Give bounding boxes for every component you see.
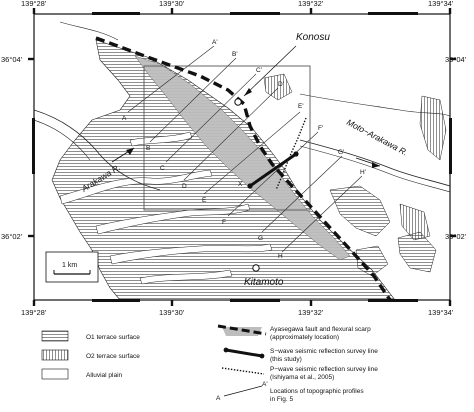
profile-label-b: B <box>146 145 150 152</box>
alluvial-channel-3 <box>109 243 273 265</box>
bottom-coord-3: 139°32' <box>298 308 324 317</box>
legend-profile-line <box>223 385 263 397</box>
scale-bar-label: 1 km <box>62 262 77 269</box>
legend-p-wave-label-1: P−wave seismic reflection survey line <box>270 366 378 373</box>
kitamoto-town-marker <box>252 264 260 272</box>
legend-profile-label-1: Locations of topographic profiles <box>270 388 364 395</box>
legend-o1-label: O1 terrace surface <box>86 334 140 341</box>
alluvial-channel-5 <box>139 269 233 285</box>
konosu-town-marker <box>234 98 242 106</box>
kitamoto-label: Kitamoto <box>244 277 284 288</box>
moto-arakawa-river <box>299 139 450 187</box>
bottom-coord-4: 139°34' <box>428 308 454 317</box>
arakawa-river <box>34 109 161 191</box>
scale-bar-box <box>45 251 99 283</box>
legend-alluvial-label: Alluvial plain <box>86 372 123 379</box>
legend-s-wave-end-2 <box>259 353 265 359</box>
legend-s-wave-end-1 <box>223 347 229 353</box>
left-coord-2: 36°02' <box>1 232 23 241</box>
s-wave-end-2 <box>293 151 299 157</box>
alluvial-channel-4 <box>129 131 193 147</box>
legend-s-wave-label-2: (this study) <box>270 356 302 363</box>
legend-profile-a: A <box>216 395 221 402</box>
profile-label-c-prime: C' <box>256 67 262 74</box>
profile-label-h-prime: H' <box>360 169 366 176</box>
s-wave-line <box>249 152 297 188</box>
alluvial-channel-1 <box>59 169 213 205</box>
arakawa-river-bank <box>34 119 91 161</box>
o2-terrace-north <box>263 73 293 101</box>
profile-label-c: C <box>160 165 165 172</box>
right-coord-1: 36°04' <box>445 55 467 64</box>
profile-label-e-prime: E' <box>298 103 304 110</box>
o2-terrace-east-1 <box>419 95 447 161</box>
legend-profile-a-prime: A' <box>262 381 268 388</box>
profile-label-g: G <box>258 235 263 242</box>
profile-label-x: X <box>238 181 243 188</box>
legend-fault-label-1: Ayasegawa fault and flexural scarp <box>270 326 371 333</box>
profile-label-a-prime: A' <box>212 39 218 46</box>
profile-label-d: D <box>182 183 187 190</box>
top-coord-4: 139°34' <box>428 0 454 8</box>
north-east-river <box>299 93 450 117</box>
moto-arakawa-river-bank <box>299 145 450 193</box>
profile-label-f-prime: F' <box>318 125 323 132</box>
legend-p-wave-label-2: (Ishiyama et al., 2005) <box>270 374 334 381</box>
north-river <box>59 21 119 41</box>
legend-profile-label-2: in Fig. 5 <box>270 396 294 403</box>
profile-label-d-prime: D' <box>278 81 284 88</box>
border-bands <box>32 12 452 302</box>
profile-label-f: F <box>222 219 226 226</box>
legend-o1-swatch <box>41 330 69 342</box>
top-coord-2: 139°30' <box>159 0 185 8</box>
profile-label-e: E <box>202 197 207 204</box>
profile-label-a: A <box>122 115 127 122</box>
konosu-arrowhead <box>244 88 252 96</box>
top-coord-1: 139°28' <box>21 0 47 8</box>
right-coord-2: 36°02' <box>445 232 467 241</box>
profile-label-g-prime: G' <box>338 149 344 156</box>
legend-s-wave-line <box>225 348 263 358</box>
bottom-coord-2: 139°30' <box>159 308 185 317</box>
legend-fault-line <box>217 324 267 336</box>
profile-label-b-prime: B' <box>232 51 238 58</box>
study-area-box <box>143 65 311 211</box>
konosu-label: Konosu <box>296 32 330 43</box>
legend-o2-label: O2 terrace surface <box>86 353 140 360</box>
legend-s-wave-label-1: S−wave seismic reflection survey line <box>270 348 378 355</box>
map-content <box>34 21 450 300</box>
bottom-coord-1: 139°28' <box>21 308 47 317</box>
left-coord-1: 36°04' <box>1 55 23 64</box>
gray-zone <box>134 55 351 261</box>
arakawa-arrowhead <box>126 148 134 155</box>
profile-label-h: H <box>278 253 283 260</box>
border-ticks <box>28 8 456 306</box>
legend: O1 terrace surface O2 terrace surface Al… <box>41 324 378 403</box>
o2-terrace-east-2 <box>399 203 431 241</box>
ayasegawa-fault <box>95 36 392 300</box>
legend-o2-swatch <box>41 349 69 361</box>
konosu-leader <box>243 45 297 97</box>
top-coord-3: 139°32' <box>298 0 324 8</box>
legend-p-wave-line <box>221 367 265 375</box>
legend-fault-label-2: (approximately location) <box>270 334 339 341</box>
moto-arakawa-arrowhead <box>372 162 380 168</box>
o1-terrace-east-1 <box>329 185 391 237</box>
o1-terrace-east-3 <box>355 245 389 277</box>
s-wave-end-1 <box>247 183 253 189</box>
profile-lines <box>127 45 363 253</box>
legend-alluvial-swatch <box>41 368 69 380</box>
